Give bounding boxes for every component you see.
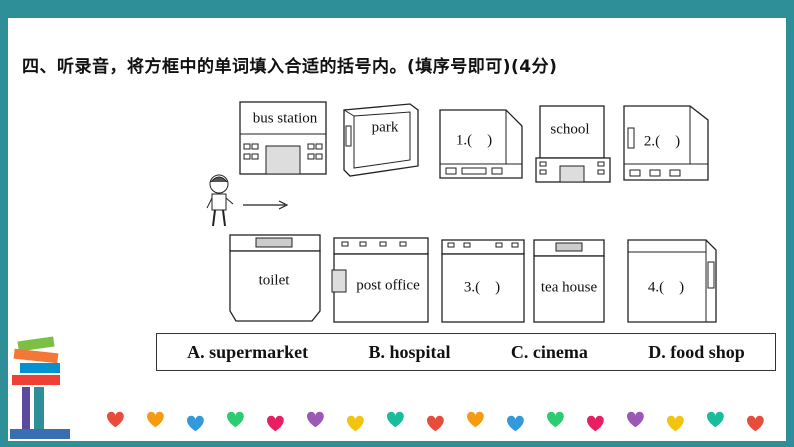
building-label: bus station — [252, 110, 318, 127]
building-label: 2.( ) — [643, 133, 681, 150]
school-drawing — [535, 105, 611, 183]
building-school: school — [534, 102, 614, 184]
top-frame-bar — [0, 0, 794, 18]
option-d: D. food shop — [648, 341, 745, 362]
blank-building-1-drawing — [439, 109, 523, 179]
building-blank-3: 3.( ) — [440, 238, 526, 324]
building-park: park — [340, 100, 422, 180]
option-a: A. supermarket — [187, 341, 309, 362]
building-label: toilet — [258, 272, 290, 289]
building-blank-1: 1.( ) — [436, 104, 526, 182]
books-decoration — [10, 336, 70, 439]
bus-station-drawing — [239, 101, 327, 175]
option-c: C. cinema — [510, 341, 588, 362]
direction-arrow — [243, 200, 289, 210]
building-blank-2: 2.( ) — [620, 102, 712, 184]
left-frame-bar — [0, 0, 8, 447]
bottom-frame-bar — [0, 441, 794, 447]
child-figure — [206, 174, 234, 227]
blank-building-3-drawing — [441, 239, 525, 323]
blank-building-2-drawing — [623, 105, 709, 181]
building-label: 4.( ) — [647, 279, 685, 296]
building-bus-station: bus station — [238, 98, 330, 180]
option-b: B. hospital — [368, 341, 451, 362]
building-label: school — [550, 121, 590, 138]
tea-house-drawing — [533, 239, 605, 323]
building-post-office: post office — [330, 236, 430, 324]
building-label: 3.( ) — [463, 279, 501, 296]
park-drawing — [343, 103, 419, 177]
building-label: post office — [356, 277, 420, 294]
building-label: tea house — [540, 279, 598, 296]
right-frame-bar — [786, 0, 794, 447]
building-blank-4: 4.( ) — [626, 238, 718, 324]
toilet-drawing — [229, 234, 321, 322]
post-office-drawing — [331, 237, 429, 323]
building-label: park — [371, 119, 399, 136]
building-toilet: toilet — [228, 233, 322, 323]
building-tea-house: tea house — [532, 238, 606, 324]
question-title: 四、听录音，将方框中的单词填入合适的括号内。(填序号即可)(4分) — [22, 57, 558, 77]
building-label: 1.( ) — [455, 132, 493, 149]
options-box: A. supermarket B. hospital C. cinema D. … — [156, 333, 776, 371]
heart-balloons-decoration — [107, 411, 764, 432]
blank-building-4-drawing — [627, 239, 717, 323]
